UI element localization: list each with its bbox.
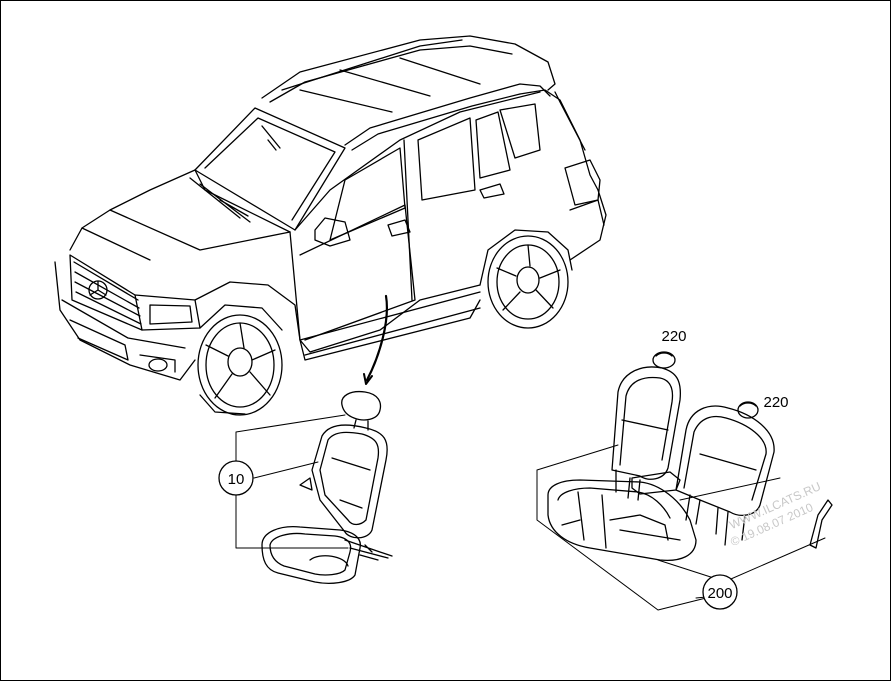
callout-200-leader xyxy=(536,444,826,611)
vehicle-illustration xyxy=(54,35,607,416)
rear-seat-illustration xyxy=(547,366,833,562)
callout-front-seat-label[interactable]: 10 xyxy=(228,471,245,488)
callout-10-circle xyxy=(218,460,254,496)
callout-200-circle xyxy=(702,574,738,610)
pointer-curve xyxy=(365,294,388,382)
rear-headrest-left xyxy=(652,351,676,369)
rear-headrest-right xyxy=(737,401,759,419)
front-seat-illustration xyxy=(261,390,393,584)
callout-headrest-left-label[interactable]: 220 xyxy=(661,328,686,345)
callout-headrest-right-label[interactable]: 220 xyxy=(763,394,788,411)
callout-rear-seat-label[interactable]: 200 xyxy=(707,585,732,602)
